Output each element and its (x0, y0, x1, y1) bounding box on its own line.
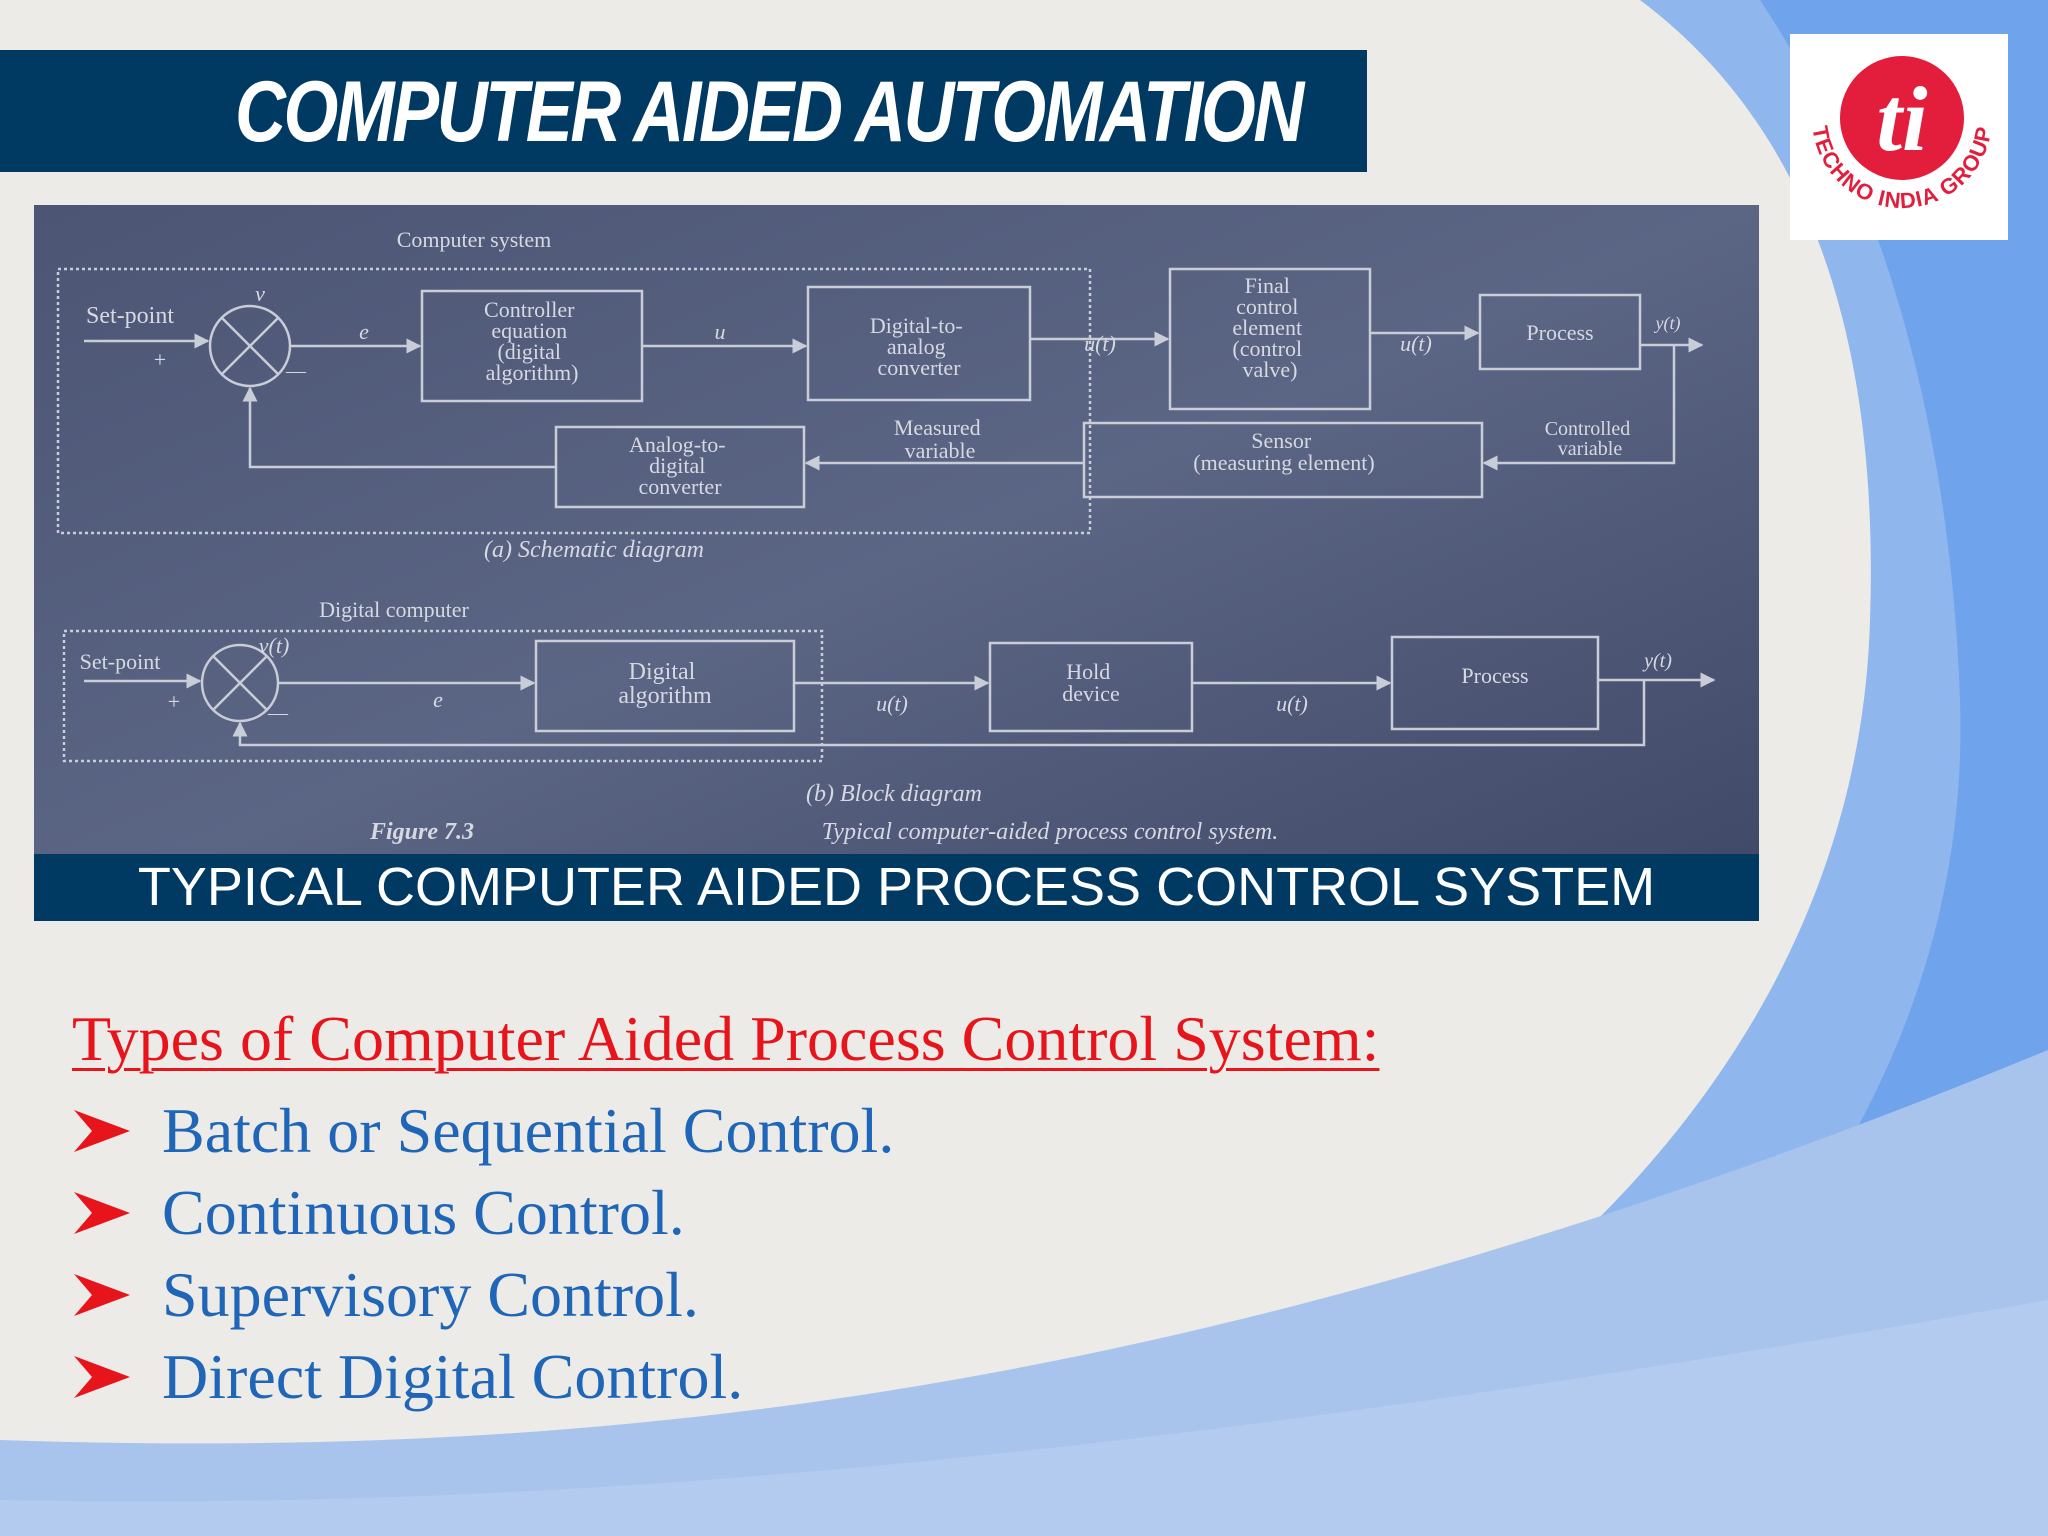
svg-text:—: — (285, 360, 307, 382)
schematic-subcaption: (a) Schematic diagram (484, 537, 704, 563)
svg-text:Process: Process (1461, 663, 1528, 688)
type-label: Supervisory Control. (162, 1259, 699, 1330)
block-subcaption: (b) Block diagram (806, 781, 982, 807)
arrow-bullet-icon (74, 1356, 130, 1398)
title-bar (0, 50, 1367, 172)
svg-text:e: e (359, 319, 369, 344)
svg-text:y(t): y(t) (1654, 313, 1681, 334)
computer-system-label: Computer system (397, 227, 552, 252)
svg-text:v(t): v(t) (259, 633, 290, 658)
arrow-bullet-icon (74, 1192, 130, 1234)
types-list: Batch or Sequential Control. Continuous … (72, 1090, 894, 1418)
arrow-bullet-icon (74, 1110, 130, 1152)
svg-text:e: e (433, 687, 443, 712)
svg-text:u(t): u(t) (1400, 331, 1432, 356)
svg-text:u: u (715, 319, 726, 344)
svg-text:u(t): u(t) (876, 691, 908, 716)
svg-text:Digital-to- analog: Digital-to- analog converter (870, 313, 968, 380)
techno-india-logo: ti TECHNO INDIA GROUP (1790, 34, 2008, 240)
svg-text:Digital algorithm: Digital algorithm (618, 659, 712, 709)
svg-text:u(t): u(t) (1084, 331, 1116, 356)
arrow-bullet-icon (74, 1274, 130, 1316)
svg-text:Controlled variable: Controlled variable (1545, 418, 1636, 460)
figure-caption: Typical computer-aided process control s… (822, 819, 1279, 845)
svg-text:u(t): u(t) (1276, 691, 1308, 716)
caption-bar (34, 854, 1759, 921)
svg-text:Controller equation: Controller equation (digital algorithm) (484, 297, 580, 385)
svg-text:v: v (255, 281, 265, 306)
slide-title: COMPUTER AIDED AUTOMATION (235, 64, 1304, 160)
figure-caption-banner: TYPICAL COMPUTER AIDED PROCESS CONTROL S… (137, 857, 1656, 917)
type-label: Continuous Control. (162, 1177, 685, 1248)
type-label: Direct Digital Control. (162, 1341, 744, 1412)
figure-number: Figure 7.3 (369, 819, 474, 845)
setpoint-label-a: Set-point (86, 303, 174, 329)
list-item: Supervisory Control. (72, 1254, 894, 1336)
types-heading: Types of Computer Aided Process Control … (72, 1003, 1380, 1074)
svg-text:Analog-to- digital: Analog-to- digital converter (629, 432, 731, 499)
svg-text:y(t): y(t) (1642, 650, 1672, 672)
svg-text:Hold device: Hold device (1062, 659, 1119, 706)
logo-mark: ti (1876, 68, 1928, 170)
svg-text:Final control elem: Final control element (control valve) (1232, 273, 1307, 382)
svg-text:Sensor (measuring elemen: Sensor (measuring element) (1193, 428, 1374, 475)
svg-text:+: + (154, 347, 166, 372)
setpoint-label-b: Set-point (80, 649, 161, 674)
process-control-figure: Computer system Set-point v + — e u u(t)… (34, 205, 1759, 921)
list-item: Continuous Control. (72, 1172, 894, 1254)
svg-text:Process: Process (1526, 320, 1593, 345)
svg-text:Measured variable: Measured variable (894, 415, 986, 463)
svg-text:+: + (168, 689, 180, 714)
list-item: Direct Digital Control. (72, 1336, 894, 1418)
digital-computer-label: Digital computer (319, 597, 469, 622)
list-item: Batch or Sequential Control. (72, 1090, 894, 1172)
svg-text:—: — (267, 702, 289, 724)
type-label: Batch or Sequential Control. (162, 1095, 895, 1166)
